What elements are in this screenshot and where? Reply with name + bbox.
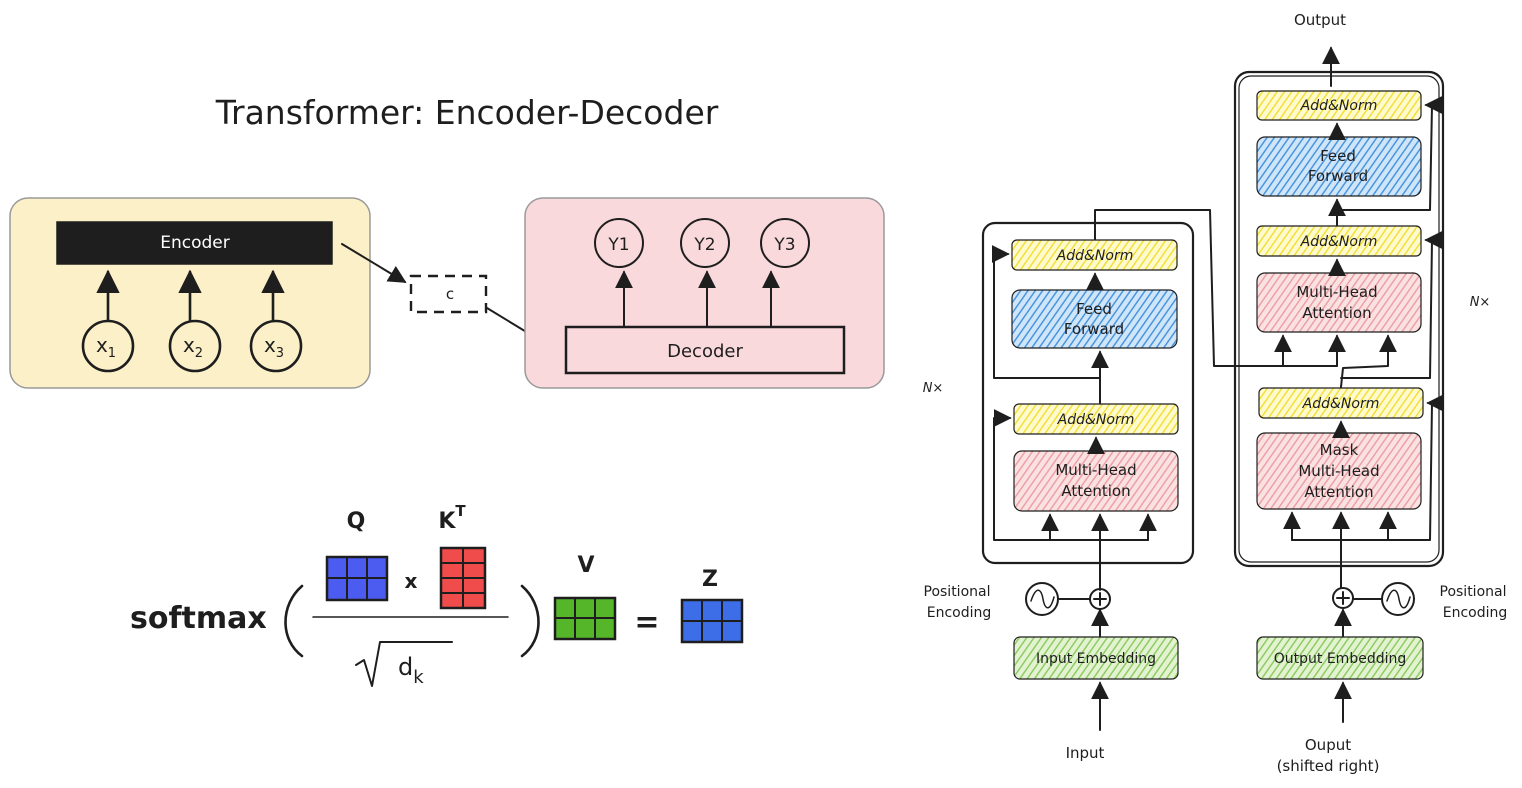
svg-text:Multi-Head: Multi-Head xyxy=(1296,283,1377,301)
svg-text:Encoding: Encoding xyxy=(927,605,992,621)
dec-shifted-right-label: (shifted right) xyxy=(1277,757,1380,775)
z-label: Z xyxy=(702,567,718,592)
encoder-bar xyxy=(56,221,333,265)
dk-label: dk xyxy=(398,653,424,688)
svg-text:Multi-Head: Multi-Head xyxy=(1055,461,1136,479)
dec-add-norm-mid xyxy=(1256,225,1422,257)
svg-text:x1: x1 xyxy=(96,333,116,361)
svg-text:Add&Norm: Add&Norm xyxy=(1300,234,1378,250)
z-matrix xyxy=(680,598,744,644)
encoder-panel: Encoder x1 x2 x3 xyxy=(9,197,371,389)
svg-text:Output Embedding: Output Embedding xyxy=(1274,651,1407,667)
decoder-label: Decoder xyxy=(667,341,743,362)
enc-input-embedding xyxy=(1013,636,1179,680)
enc-add-norm-bottom xyxy=(1013,403,1179,435)
svg-text:Attention: Attention xyxy=(1302,304,1371,322)
context-vector: c xyxy=(409,274,488,314)
svg-text:Forward: Forward xyxy=(1308,167,1368,185)
equals-sign: = xyxy=(634,605,659,640)
v-label: V xyxy=(577,553,594,578)
input-node-x3: x3 xyxy=(249,319,303,373)
decoder-panel: Decoder Y1 Y2 Y3 xyxy=(524,197,885,389)
arch-encoder: N× Add&Norm Feed Forward Add&Norm Multi-… xyxy=(923,221,1195,762)
output-node-y1: Y1 xyxy=(594,218,644,268)
encoder-label: Encoder xyxy=(160,233,230,253)
dec-add-circle xyxy=(1332,587,1354,609)
q-label: Q xyxy=(347,509,366,534)
times-symbol: x xyxy=(405,569,418,593)
svg-text:Attention: Attention xyxy=(1304,483,1373,501)
kt-matrix xyxy=(439,546,487,610)
decoder-nx-label: N× xyxy=(1470,295,1491,310)
svg-text:Feed: Feed xyxy=(1076,300,1112,318)
dec-output-embedding xyxy=(1256,636,1424,680)
svg-text:Y3: Y3 xyxy=(773,235,795,255)
attention-formula: softmax Q KT x dk V xyxy=(130,502,744,688)
svg-text:Positional: Positional xyxy=(1440,584,1507,600)
diagram-title: Transformer: Encoder-Decoder xyxy=(215,93,719,132)
svg-text:x2: x2 xyxy=(183,333,203,361)
svg-text:Y1: Y1 xyxy=(607,235,629,255)
q-matrix xyxy=(325,555,389,602)
enc-feed-forward xyxy=(1011,289,1178,349)
svg-text:Y2: Y2 xyxy=(693,235,715,255)
svg-text:Forward: Forward xyxy=(1064,320,1124,338)
v-matrix xyxy=(553,596,617,641)
dec-add-norm-top xyxy=(1256,90,1422,121)
input-node-x2: x2 xyxy=(168,319,222,373)
svg-text:Feed: Feed xyxy=(1320,147,1356,165)
svg-text:Input Embedding: Input Embedding xyxy=(1036,651,1156,667)
svg-text:Add&Norm: Add&Norm xyxy=(1300,98,1378,114)
svg-text:x3: x3 xyxy=(264,333,284,361)
svg-text:Positional: Positional xyxy=(924,584,991,600)
decoder-output-label: Output xyxy=(1294,11,1346,29)
svg-text:Encoding: Encoding xyxy=(1443,605,1508,621)
svg-text:Add&Norm: Add&Norm xyxy=(1302,396,1380,412)
dec-cross-attention xyxy=(1256,272,1422,333)
svg-text:Multi-Head: Multi-Head xyxy=(1298,462,1379,480)
svg-text:Mask: Mask xyxy=(1320,441,1359,459)
enc-multi-head-attention xyxy=(1013,450,1179,512)
svg-text:Add&Norm: Add&Norm xyxy=(1056,248,1134,264)
input-node-x1: x1 xyxy=(81,319,135,373)
encoder-nx-label: N× xyxy=(923,381,944,396)
arch-decoder: Output N× Add&Norm Feed Forward Add&Norm… xyxy=(1233,11,1508,775)
svg-text:Add&Norm: Add&Norm xyxy=(1057,412,1135,428)
svg-text:Attention: Attention xyxy=(1061,482,1130,500)
output-node-y2: Y2 xyxy=(680,218,730,268)
context-label: c xyxy=(446,285,454,303)
enc-input-label: Input xyxy=(1066,744,1105,762)
softmax-label: softmax xyxy=(130,601,267,636)
k-label: KT xyxy=(438,502,466,534)
dec-add-norm-bottom xyxy=(1258,387,1424,419)
output-node-y3: Y3 xyxy=(760,218,810,268)
enc-add-norm-top xyxy=(1011,239,1178,271)
decoder-box xyxy=(564,325,846,375)
dec-shifted-output-label: Ouput xyxy=(1305,736,1351,754)
